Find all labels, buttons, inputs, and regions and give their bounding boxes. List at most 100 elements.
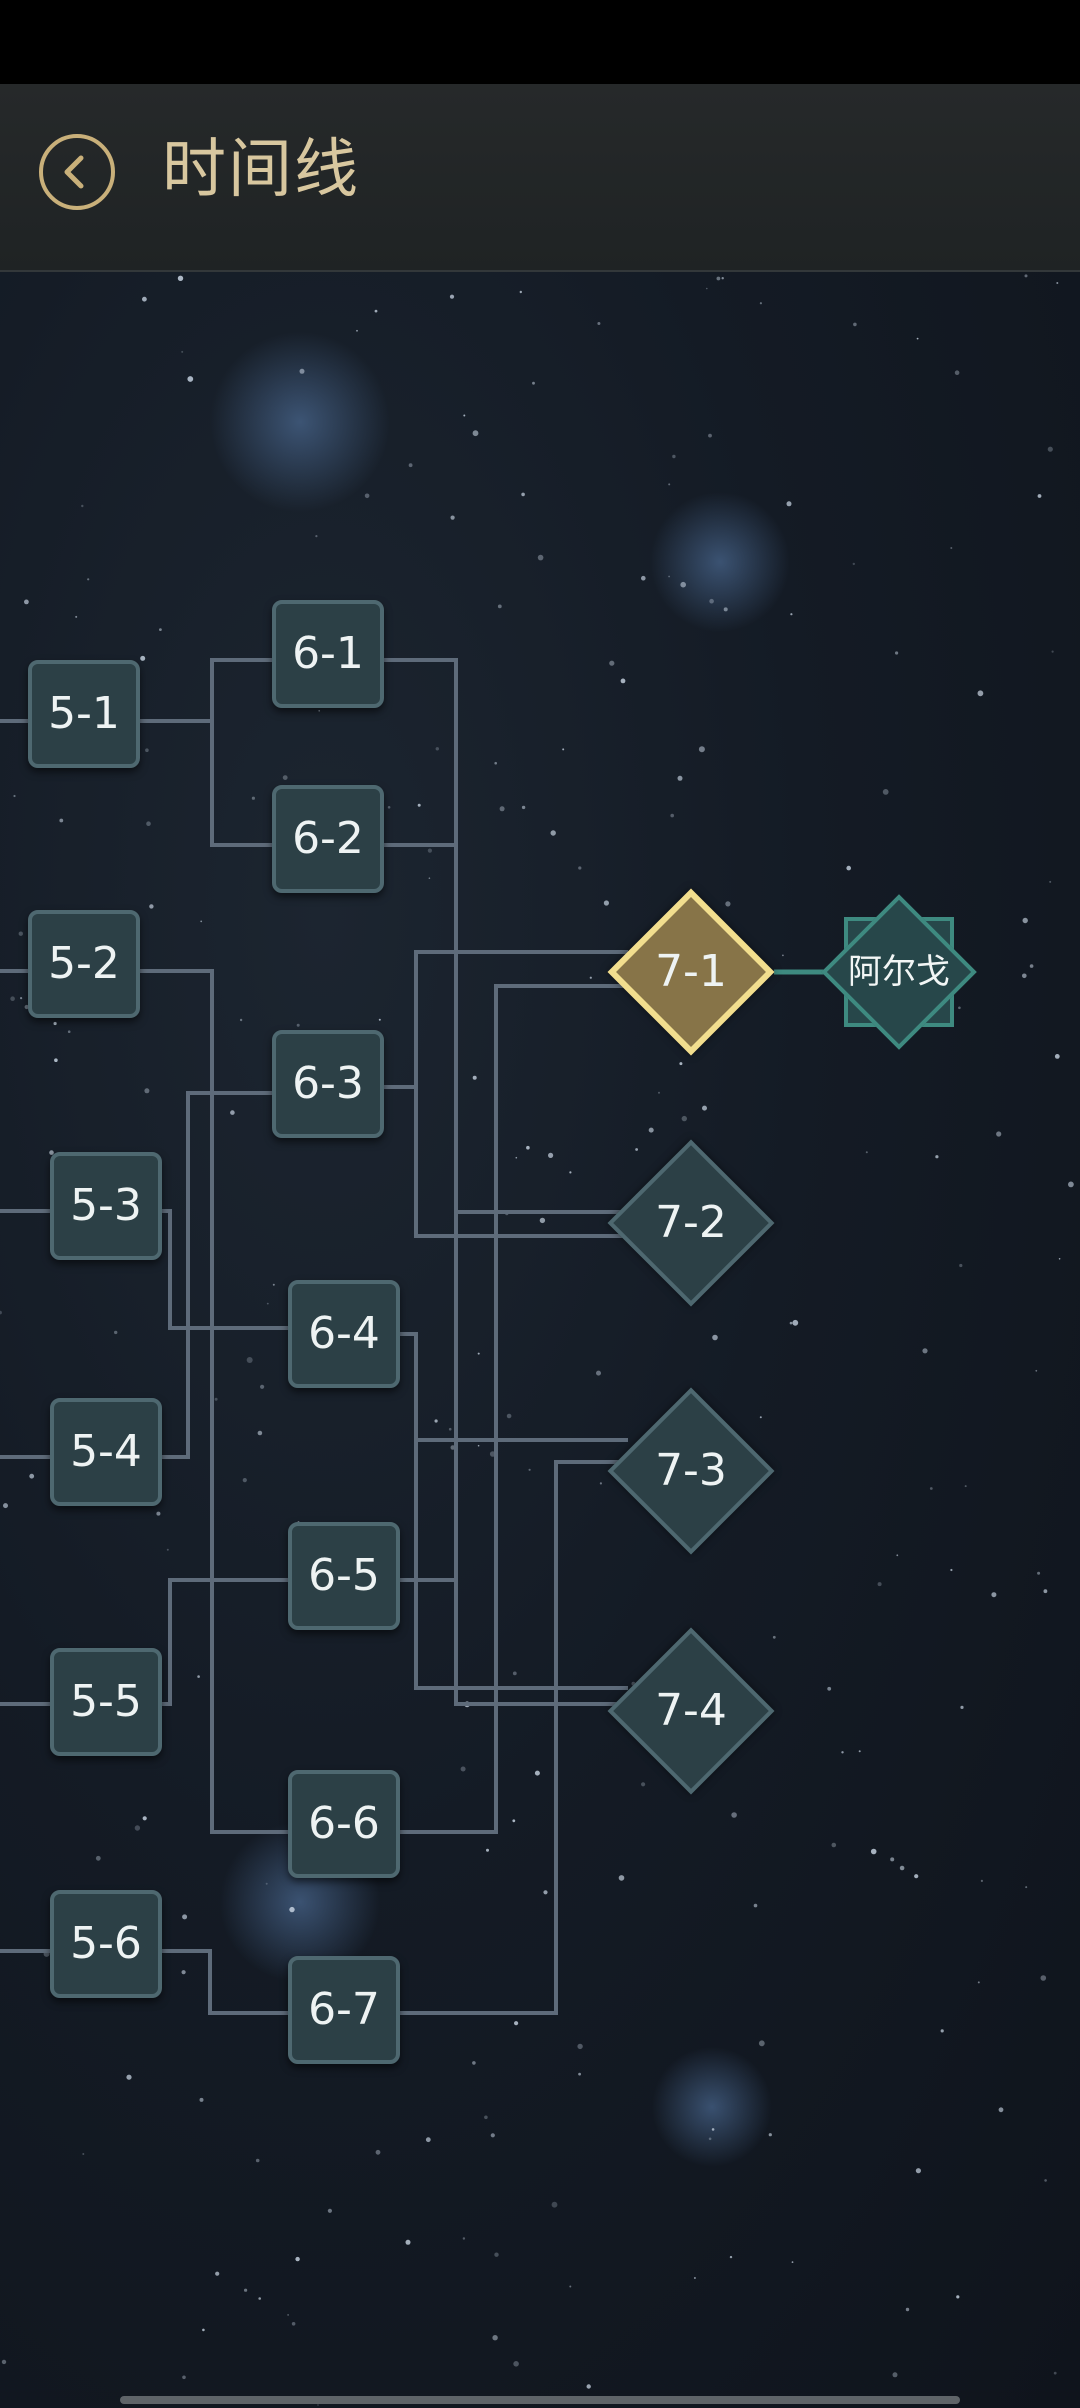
star	[364, 493, 370, 499]
timeline-node-5-2[interactable]: 5-2	[28, 910, 140, 1018]
node-label: 7-1	[655, 946, 727, 997]
star	[954, 370, 960, 375]
star	[548, 1152, 554, 1158]
star	[181, 350, 184, 353]
node-label: 7-3	[655, 1445, 727, 1496]
star	[618, 1875, 625, 1881]
star	[266, 1302, 269, 1305]
star	[672, 454, 676, 459]
star	[477, 1352, 480, 1355]
star	[589, 976, 592, 979]
star	[378, 1018, 381, 1021]
star	[543, 1890, 548, 1895]
timeline-node-7-4[interactable]: 7-4	[607, 1627, 775, 1795]
star	[3, 1503, 8, 1509]
timeline-node-5-4[interactable]: 5-4	[50, 1398, 162, 1506]
timeline-node-6-1[interactable]: 6-1	[272, 600, 384, 708]
star	[13, 794, 16, 798]
header-bar: 时间线	[0, 84, 1080, 272]
star	[460, 1766, 466, 1772]
timeline-node-5-6[interactable]: 5-6	[50, 1890, 162, 1998]
timeline-node-6-4[interactable]: 6-4	[288, 1280, 400, 1388]
star	[463, 414, 466, 417]
star	[977, 690, 984, 697]
timeline-node-6-2[interactable]: 6-2	[272, 785, 384, 893]
star	[1, 2359, 7, 2365]
star	[827, 1686, 832, 1691]
star	[1044, 2179, 1047, 2182]
star	[768, 2133, 772, 2137]
star	[490, 2133, 495, 2138]
timeline-canvas[interactable]: 5-1 5-2 5-3 5-4 5-5 5-6 6-1 6-2 6-3 6-4 …	[0, 272, 1080, 2408]
star	[1043, 1589, 1048, 1594]
star	[890, 1857, 895, 1862]
star	[603, 900, 610, 906]
ending-label: 阿尔戈	[848, 952, 950, 992]
star	[296, 1023, 300, 1027]
star	[472, 1075, 477, 1080]
star	[1054, 1054, 1060, 1059]
star	[427, 848, 432, 853]
star	[709, 598, 714, 604]
horizontal-scrollbar[interactable]	[120, 2396, 960, 2404]
star	[145, 748, 149, 752]
star	[428, 877, 431, 879]
star	[317, 2404, 319, 2406]
star	[599, 1482, 603, 1485]
timeline-node-5-3[interactable]: 5-3	[50, 1152, 162, 1260]
star	[20, 997, 23, 1000]
ending-node[interactable]: 阿尔戈	[816, 889, 982, 1055]
star	[484, 2115, 488, 2120]
star	[922, 1348, 928, 1354]
star	[514, 2021, 519, 2026]
star	[702, 1105, 707, 1111]
star	[272, 1283, 275, 1286]
timeline-node-5-5[interactable]: 5-5	[50, 1648, 162, 1756]
star	[142, 1816, 147, 1821]
star	[716, 276, 721, 281]
star	[792, 1319, 799, 1326]
star	[786, 501, 792, 507]
star	[0, 1310, 2, 1315]
star	[95, 1855, 101, 1861]
star	[506, 1413, 512, 1419]
star	[472, 2061, 476, 2065]
timeline-node-5-1[interactable]: 5-1	[28, 660, 140, 768]
star	[853, 322, 857, 327]
star	[658, 1091, 660, 1094]
star	[149, 904, 154, 909]
star	[462, 2237, 466, 2240]
star	[620, 678, 626, 684]
star	[668, 575, 670, 578]
timeline-node-6-5[interactable]: 6-5	[288, 1522, 400, 1630]
star	[499, 806, 505, 812]
star	[450, 1445, 456, 1450]
star	[648, 1127, 654, 1133]
timeline-node-7-3[interactable]: 7-3	[607, 1387, 775, 1555]
star	[708, 433, 712, 438]
star	[425, 2137, 431, 2143]
star	[215, 2271, 220, 2276]
star	[521, 492, 525, 497]
timeline-node-6-6[interactable]: 6-6	[288, 1770, 400, 1878]
star	[723, 607, 728, 612]
star	[550, 830, 556, 836]
star	[950, 547, 953, 549]
star	[609, 660, 615, 666]
star	[668, 483, 671, 486]
star	[512, 1819, 516, 1823]
timeline-node-6-3[interactable]: 6-3	[272, 1030, 384, 1138]
star	[680, 581, 686, 588]
timeline-node-6-7[interactable]: 6-7	[288, 1956, 400, 2064]
star	[562, 748, 565, 751]
timeline-node-7-2[interactable]: 7-2	[607, 1139, 775, 1307]
star	[258, 2297, 262, 2300]
star	[935, 1155, 939, 1159]
star	[977, 1981, 980, 1984]
star	[1025, 1886, 1028, 1889]
back-button[interactable]	[39, 134, 115, 210]
star	[287, 2314, 289, 2316]
star	[708, 2137, 712, 2141]
timeline-node-7-1[interactable]: 7-1	[607, 888, 775, 1056]
star	[448, 1427, 452, 1431]
